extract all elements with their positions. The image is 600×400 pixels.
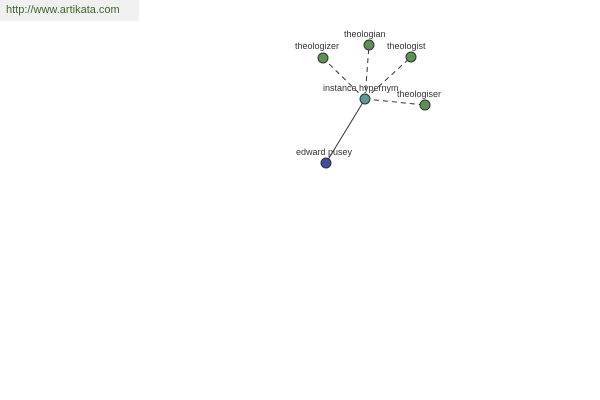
node-theologian-dot[interactable] xyxy=(363,39,375,51)
node-theologian-label: theologian xyxy=(344,29,386,39)
site-url-link[interactable]: http://www.artikata.com xyxy=(6,4,120,16)
edge-theologian xyxy=(364,44,370,100)
node-center-label: instance hypernym xyxy=(323,83,399,93)
edge-theologiser xyxy=(364,98,426,106)
node-theologist-dot[interactable] xyxy=(405,51,417,63)
node-theologiser[interactable]: theologiser xyxy=(397,89,441,111)
node-theologizer[interactable]: theologizer xyxy=(295,41,339,64)
edge-theologizer xyxy=(322,57,366,100)
graph-edges xyxy=(322,44,426,164)
node-center[interactable]: instance hypernym xyxy=(323,83,399,105)
node-theologist[interactable]: theologist xyxy=(387,41,426,63)
node-edward-pusey-dot[interactable] xyxy=(320,157,332,169)
site-banner: http://www.artikata.com xyxy=(0,0,139,21)
edge-edward xyxy=(325,98,366,164)
node-theologizer-dot[interactable] xyxy=(317,52,329,64)
node-edward-pusey-label: edward pusey xyxy=(296,147,353,157)
node-theologizer-label: theologizer xyxy=(295,41,339,51)
node-theologiser-dot[interactable] xyxy=(419,99,431,111)
edge-theologist xyxy=(364,56,412,100)
node-theologist-label: theologist xyxy=(387,41,426,51)
node-center-dot[interactable] xyxy=(359,93,371,105)
node-theologiser-label: theologiser xyxy=(397,89,441,99)
node-edward-pusey[interactable]: edward pusey xyxy=(296,147,353,169)
node-theologian[interactable]: theologian xyxy=(344,29,386,51)
